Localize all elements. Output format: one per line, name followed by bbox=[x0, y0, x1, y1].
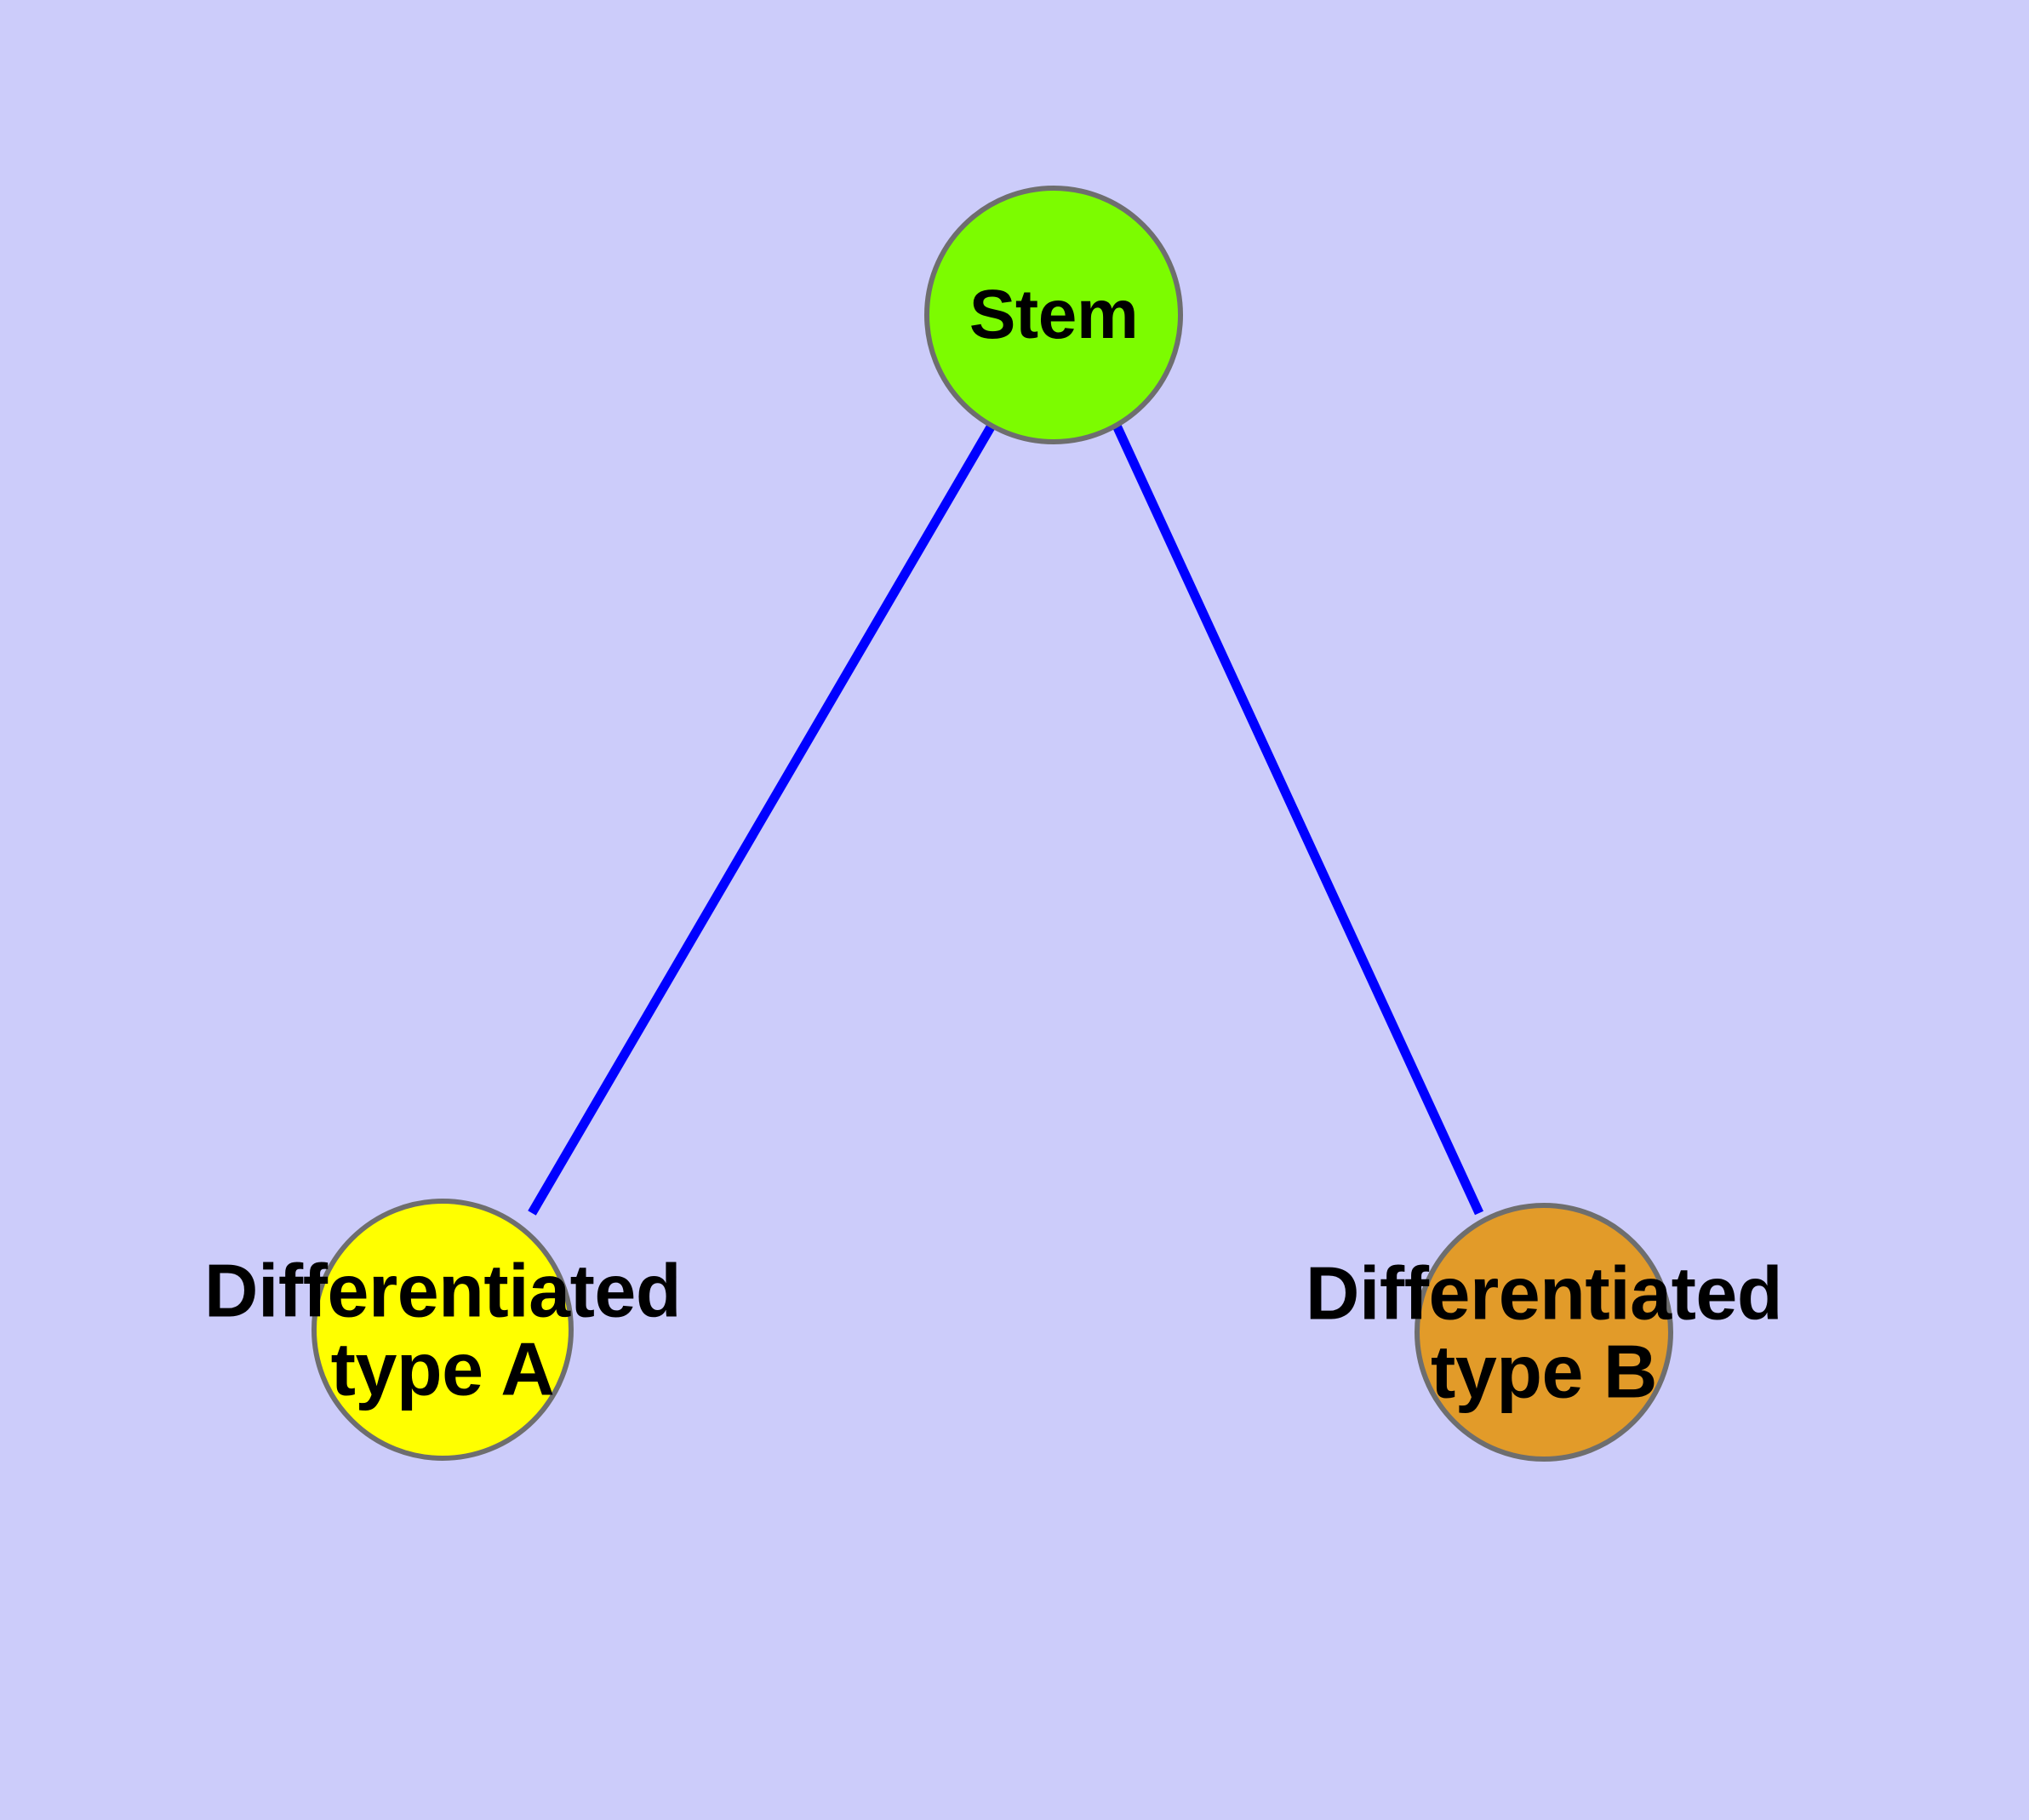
graph-node-stem[interactable] bbox=[924, 186, 1183, 444]
graph-node-diff_a[interactable] bbox=[311, 1199, 574, 1461]
node-layer bbox=[311, 186, 1673, 1462]
graph-edge-stem-to-diff_b bbox=[1112, 423, 1483, 1216]
edge-layer bbox=[528, 423, 1483, 1216]
graph-edge-stem-to-diff_a bbox=[528, 423, 996, 1216]
graph-node-diff_b[interactable] bbox=[1415, 1203, 1673, 1462]
